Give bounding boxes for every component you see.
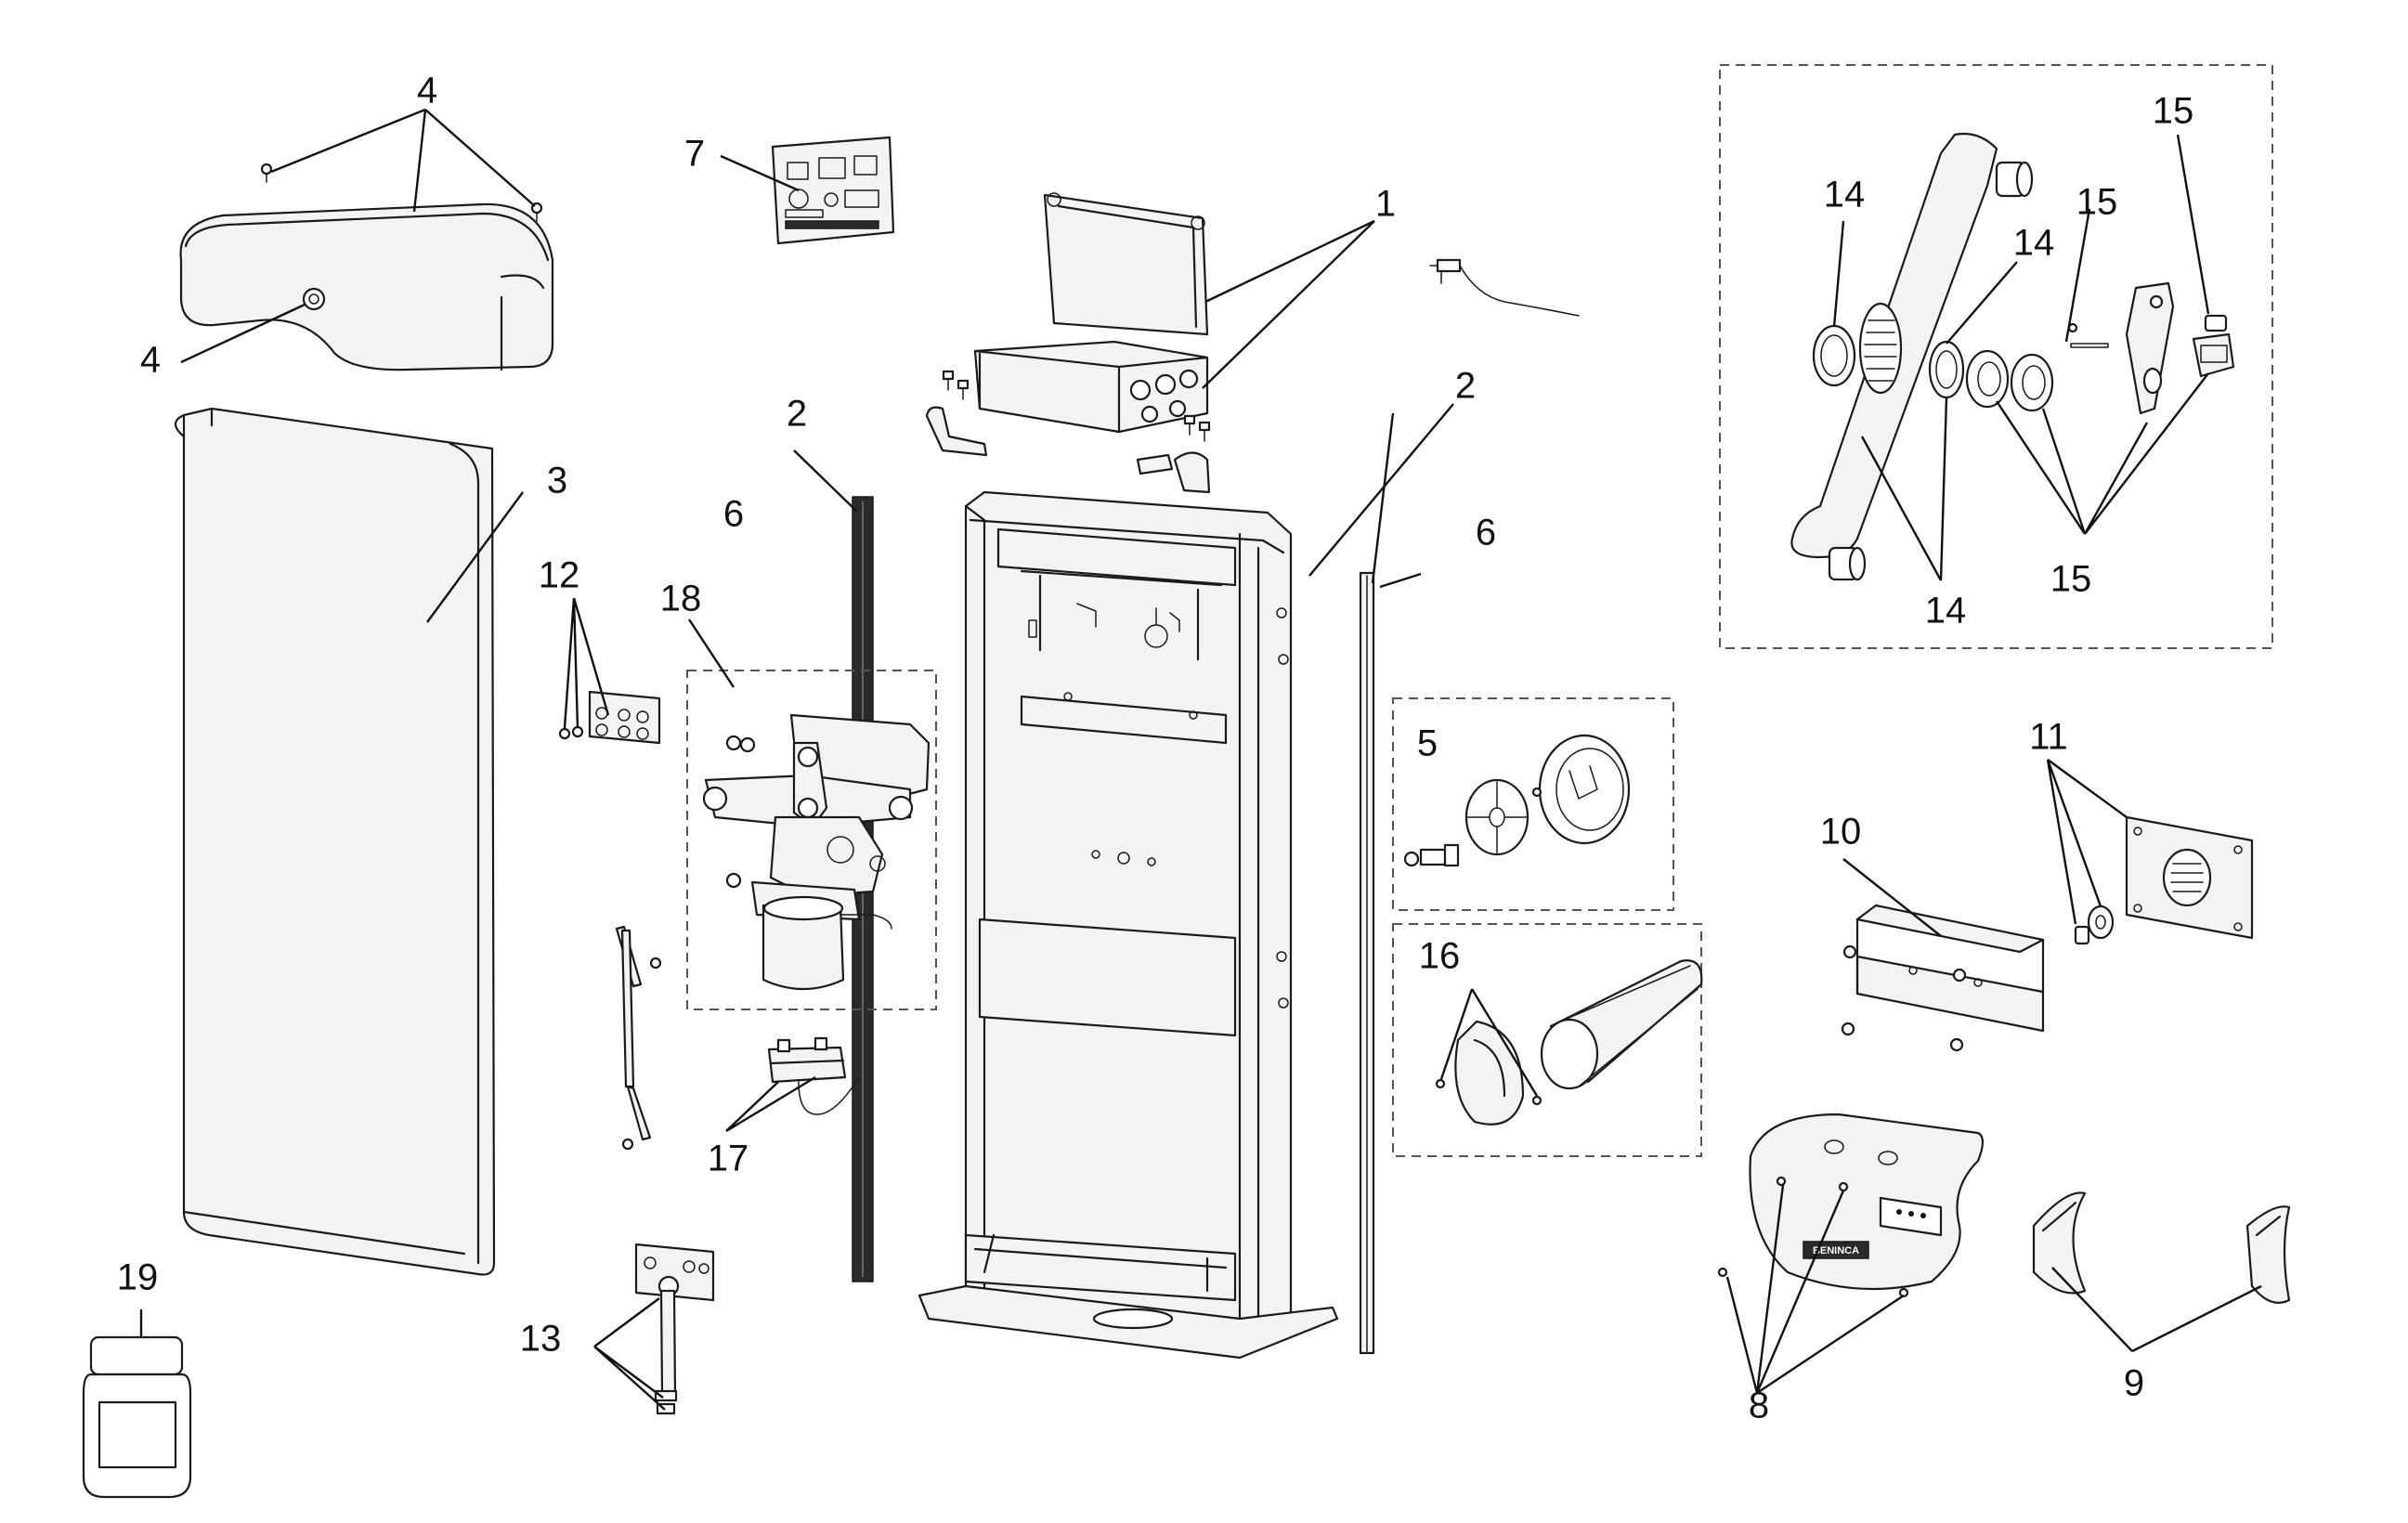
sensor-cable (1429, 258, 1580, 317)
boom-plate (2074, 815, 2254, 945)
callout-18: 18 (660, 579, 702, 619)
motor-unit-box (686, 670, 937, 1010)
callout-13: 13 (520, 1319, 562, 1360)
callout-2-right: 2 (1455, 366, 1476, 407)
callout-6-right: 6 (1476, 513, 1496, 553)
front-panel (174, 407, 496, 1276)
callout-6-left: 6 (723, 494, 744, 535)
boom-housing: BENINCA (1717, 1113, 1985, 1298)
link-rod (615, 925, 662, 1151)
boom-bracket (1841, 904, 2045, 1052)
pulley-set (1403, 734, 1631, 867)
junction-box (973, 192, 1209, 434)
retaining-ring-right (1928, 340, 1965, 399)
callout-8: 8 (1749, 1386, 1769, 1426)
callout-10: 10 (1820, 812, 1862, 853)
housing-label-plate: BENINCA (1813, 1245, 1859, 1256)
callout-9: 9 (2124, 1363, 2144, 1404)
limit-bracket (2067, 281, 2175, 415)
cam-collars (1965, 349, 2054, 412)
seal-strip-right (1359, 571, 1375, 1355)
callout-4-top: 4 (417, 71, 437, 111)
box-screws (942, 370, 1211, 442)
cover-screw-left (260, 163, 273, 183)
callout-14-left: 14 (1824, 175, 1866, 215)
box-brackets (925, 406, 1211, 494)
callout-14-mid: 14 (2013, 223, 2055, 264)
base-plate (634, 1243, 715, 1415)
control-board (771, 136, 895, 245)
callout-15-mid: 15 (2076, 182, 2118, 223)
boom-tube (1540, 959, 1703, 1090)
callout-5: 5 (1417, 723, 1438, 764)
leader-lines (139, 108, 2262, 1411)
pulley-set-box (1392, 697, 1674, 911)
callout-11: 11 (2029, 717, 2068, 758)
boom-box (1392, 923, 1702, 1157)
cabinet-frame (918, 490, 1339, 1360)
callout-17: 17 (708, 1139, 749, 1179)
callout-16: 16 (1419, 936, 1461, 977)
retaining-ring-left (1812, 324, 1856, 387)
crank-arm (1790, 132, 2034, 581)
grease-jar (82, 1335, 192, 1499)
callout-15-top: 15 (2153, 91, 2194, 132)
top-cover (179, 202, 554, 371)
callout-2-left: 2 (787, 394, 807, 435)
callout-1: 1 (1375, 184, 1396, 225)
capacitor (767, 1036, 860, 1115)
crank-assembly-box (1719, 64, 2273, 649)
mount-plate (558, 690, 661, 745)
callout-12: 12 (539, 555, 580, 596)
callout-15-bottom: 15 (2050, 559, 2092, 600)
callout-7: 7 (684, 134, 705, 175)
callout-14-bottom: 14 (1925, 591, 1967, 631)
boom-end-cap (1435, 1020, 1542, 1126)
callout-4-side: 4 (140, 340, 161, 381)
motor-gear-unit (702, 713, 931, 991)
callout-19: 19 (117, 1257, 159, 1298)
cover-screw-right (530, 202, 543, 222)
boom-end-caps (2032, 1191, 2291, 1304)
limit-switch (2192, 314, 2235, 378)
callout-3: 3 (547, 461, 567, 501)
callout-numbers: 4 4 7 1 3 2 6 2 6 12 18 5 16 17 13 19 15… (117, 71, 2194, 1426)
